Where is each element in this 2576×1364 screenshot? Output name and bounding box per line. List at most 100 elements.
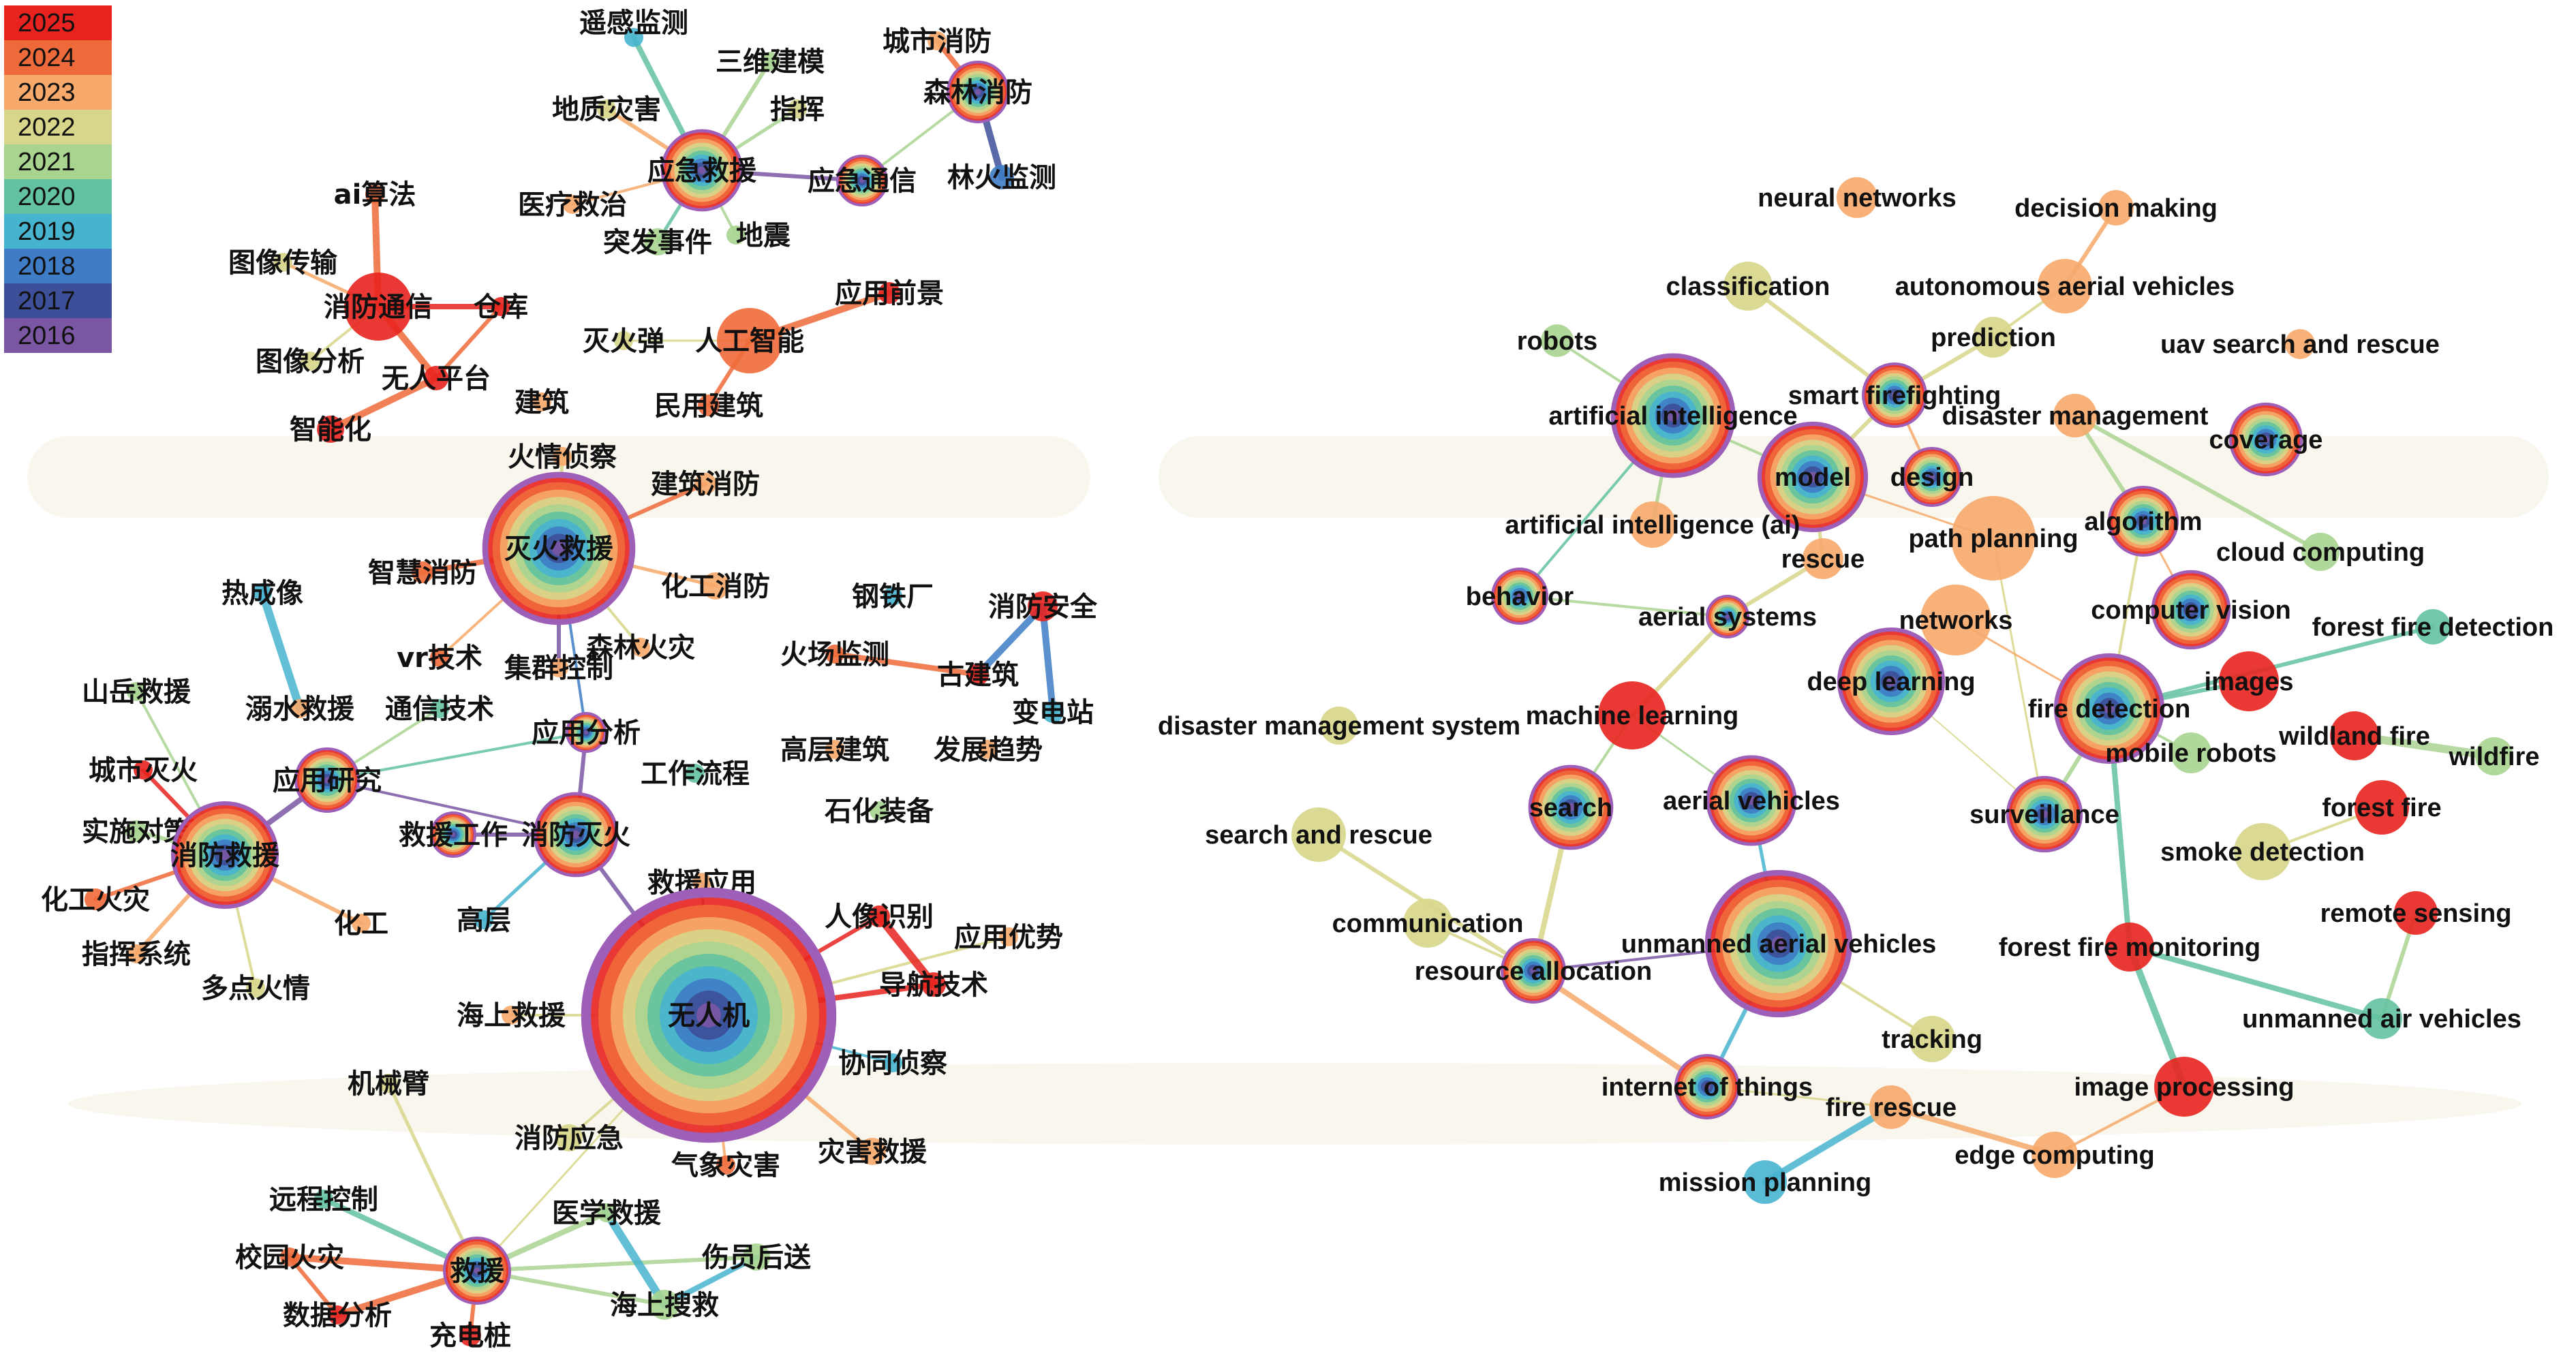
keyword-node[interactable]: 森林消防 <box>923 61 1032 123</box>
keyword-node[interactable]: mission planning <box>1659 1160 1871 1204</box>
keyword-node[interactable]: 消防灭火 <box>521 792 630 878</box>
keyword-node[interactable]: 应急通信 <box>808 155 917 206</box>
keyword-node[interactable]: smart firefighting <box>1788 362 2001 428</box>
keyword-node[interactable]: 高层建筑 <box>780 734 889 766</box>
keyword-node[interactable]: 工作流程 <box>641 758 750 790</box>
keyword-node[interactable]: 应急救援 <box>647 129 757 212</box>
keyword-node[interactable]: 指挥系统 <box>82 939 191 970</box>
keyword-node[interactable]: wildfire <box>2448 737 2540 775</box>
keyword-node[interactable]: deep learning <box>1807 627 1976 736</box>
keyword-node[interactable]: 人工智能 <box>695 308 804 373</box>
keyword-node[interactable]: algorithm <box>2084 486 2203 557</box>
keyword-node[interactable]: 消防应急 <box>515 1123 624 1154</box>
keyword-node[interactable]: 古建筑 <box>937 660 1019 691</box>
keyword-node[interactable]: search <box>1528 764 1614 850</box>
keyword-node[interactable]: 变电站 <box>1012 697 1094 728</box>
keyword-node[interactable]: image processing <box>2074 1057 2295 1117</box>
keyword-node[interactable]: 机械臂 <box>348 1068 429 1100</box>
keyword-node[interactable]: artificial intelligence <box>1548 353 1798 478</box>
keyword-node[interactable]: 应用研究 <box>273 747 382 813</box>
keyword-node[interactable]: mobile robots <box>2105 732 2277 773</box>
keyword-node[interactable]: 灭火弹 <box>583 326 664 357</box>
keyword-node[interactable]: classification <box>1666 262 1830 311</box>
keyword-node[interactable]: 多点火情 <box>201 973 310 1004</box>
keyword-node[interactable]: 指挥 <box>770 94 825 125</box>
keyword-node[interactable]: networks <box>1899 585 2013 655</box>
keyword-node[interactable]: 远程控制 <box>269 1184 378 1215</box>
keyword-node[interactable]: 消防救援 <box>170 801 280 910</box>
keyword-node[interactable]: 应用前景 <box>835 278 944 309</box>
keyword-node[interactable]: images <box>2205 651 2294 711</box>
keyword-node[interactable]: 通信技术 <box>385 694 494 725</box>
keyword-node[interactable]: 遥感监测 <box>579 7 688 47</box>
keyword-node[interactable]: disaster management system <box>1158 707 1520 745</box>
keyword-node[interactable]: 医学救援 <box>552 1198 662 1229</box>
keyword-node[interactable]: 图像分析 <box>256 346 365 377</box>
keyword-node[interactable]: 民用建筑 <box>654 390 763 422</box>
keyword-node[interactable]: unmanned air vehicles <box>2242 998 2521 1039</box>
keyword-node[interactable]: internet of things <box>1601 1054 1813 1119</box>
keyword-node[interactable]: rescue <box>1781 538 1865 579</box>
keyword-node[interactable]: uav search and rescue <box>2160 329 2440 359</box>
keyword-node[interactable]: 应用分析 <box>532 712 641 753</box>
keyword-node[interactable]: 气象灾害 <box>671 1150 780 1181</box>
keyword-node[interactable]: 无人平台 <box>382 363 491 394</box>
keyword-node[interactable]: 森林火灾 <box>586 632 695 664</box>
keyword-node[interactable]: 化工消防 <box>661 571 770 602</box>
keyword-node[interactable]: artificial intelligence (ai) <box>1505 501 1800 548</box>
keyword-node[interactable]: 石化装备 <box>825 796 934 827</box>
keyword-node[interactable]: search and rescue <box>1205 807 1432 862</box>
keyword-node[interactable]: disaster management <box>1942 394 2209 437</box>
keyword-node[interactable]: 消防通信 <box>324 273 433 341</box>
keyword-node[interactable]: 导航技术 <box>879 970 988 1001</box>
keyword-node[interactable]: decision making <box>2014 190 2218 226</box>
keyword-node[interactable]: 人像识别 <box>825 901 934 933</box>
keyword-node[interactable]: 火场监测 <box>780 639 889 670</box>
keyword-node[interactable]: wildland fire <box>2278 711 2430 760</box>
keyword-node[interactable]: 仓库 <box>474 292 528 323</box>
keyword-node[interactable]: 无人机 <box>581 887 837 1143</box>
keyword-node[interactable]: 林火监测 <box>947 162 1056 193</box>
keyword-node[interactable]: computer vision <box>2091 570 2291 650</box>
keyword-node[interactable]: 火情侦察 <box>508 441 617 473</box>
keyword-node[interactable]: smoke detection <box>2160 823 2365 880</box>
keyword-node[interactable]: 地震 <box>726 220 791 251</box>
keyword-node[interactable]: 建筑 <box>515 387 569 418</box>
keyword-node[interactable]: 化工 <box>334 908 388 940</box>
keyword-node[interactable]: prediction <box>1931 317 2056 358</box>
keyword-node[interactable]: 集群控制 <box>504 653 613 684</box>
keyword-node[interactable]: edge computing <box>1954 1132 2155 1178</box>
keyword-node[interactable]: 伤员后送 <box>701 1242 811 1273</box>
keyword-node[interactable]: 突发事件 <box>603 227 712 258</box>
keyword-node[interactable]: neural networks <box>1758 177 1957 218</box>
keyword-node[interactable]: surveillance <box>1969 775 2119 853</box>
keyword-node[interactable]: 化工火灾 <box>41 884 150 916</box>
keyword-node[interactable]: 救援工作 <box>399 811 508 858</box>
keyword-node[interactable]: 救援 <box>443 1237 511 1305</box>
keyword-node[interactable]: 地质灾害 <box>552 94 661 125</box>
keyword-node[interactable]: machine learning <box>1526 681 1739 749</box>
keyword-node[interactable]: design <box>1890 447 1974 507</box>
keyword-node[interactable]: path planning <box>1908 496 2079 580</box>
keyword-node[interactable]: fire detection <box>2028 653 2191 764</box>
keyword-node[interactable]: fire rescue <box>1826 1085 1957 1129</box>
keyword-node[interactable]: model <box>1757 421 1869 533</box>
keyword-node[interactable]: aerial vehicles <box>1663 755 1840 846</box>
keyword-node[interactable]: autonomous aerial vehicles <box>1895 259 2235 313</box>
keyword-node[interactable]: tracking <box>1882 1016 1982 1062</box>
keyword-node[interactable]: vr技术 <box>397 642 482 674</box>
keyword-node[interactable]: 三维建模 <box>716 46 825 78</box>
keyword-node[interactable]: 协同侦察 <box>838 1048 947 1079</box>
keyword-node[interactable]: communication <box>1332 899 1524 948</box>
keyword-node[interactable]: unmanned aerial vehicles <box>1621 869 1937 1018</box>
keyword-node[interactable]: forest fire <box>2322 780 2442 835</box>
keyword-node[interactable]: 智能化 <box>290 414 371 446</box>
keyword-node[interactable]: robots <box>1517 324 1597 357</box>
keyword-node[interactable]: remote sensing <box>2320 891 2512 935</box>
keyword-node[interactable]: 校园火灾 <box>235 1242 344 1273</box>
keyword-node[interactable]: behavior <box>1466 568 1574 625</box>
keyword-node[interactable]: 灾害救援 <box>818 1136 927 1168</box>
keyword-node[interactable]: resource allocation <box>1415 938 1652 1004</box>
keyword-node[interactable]: 图像传输 <box>228 247 338 279</box>
keyword-node[interactable]: 发展趋势 <box>934 734 1043 766</box>
